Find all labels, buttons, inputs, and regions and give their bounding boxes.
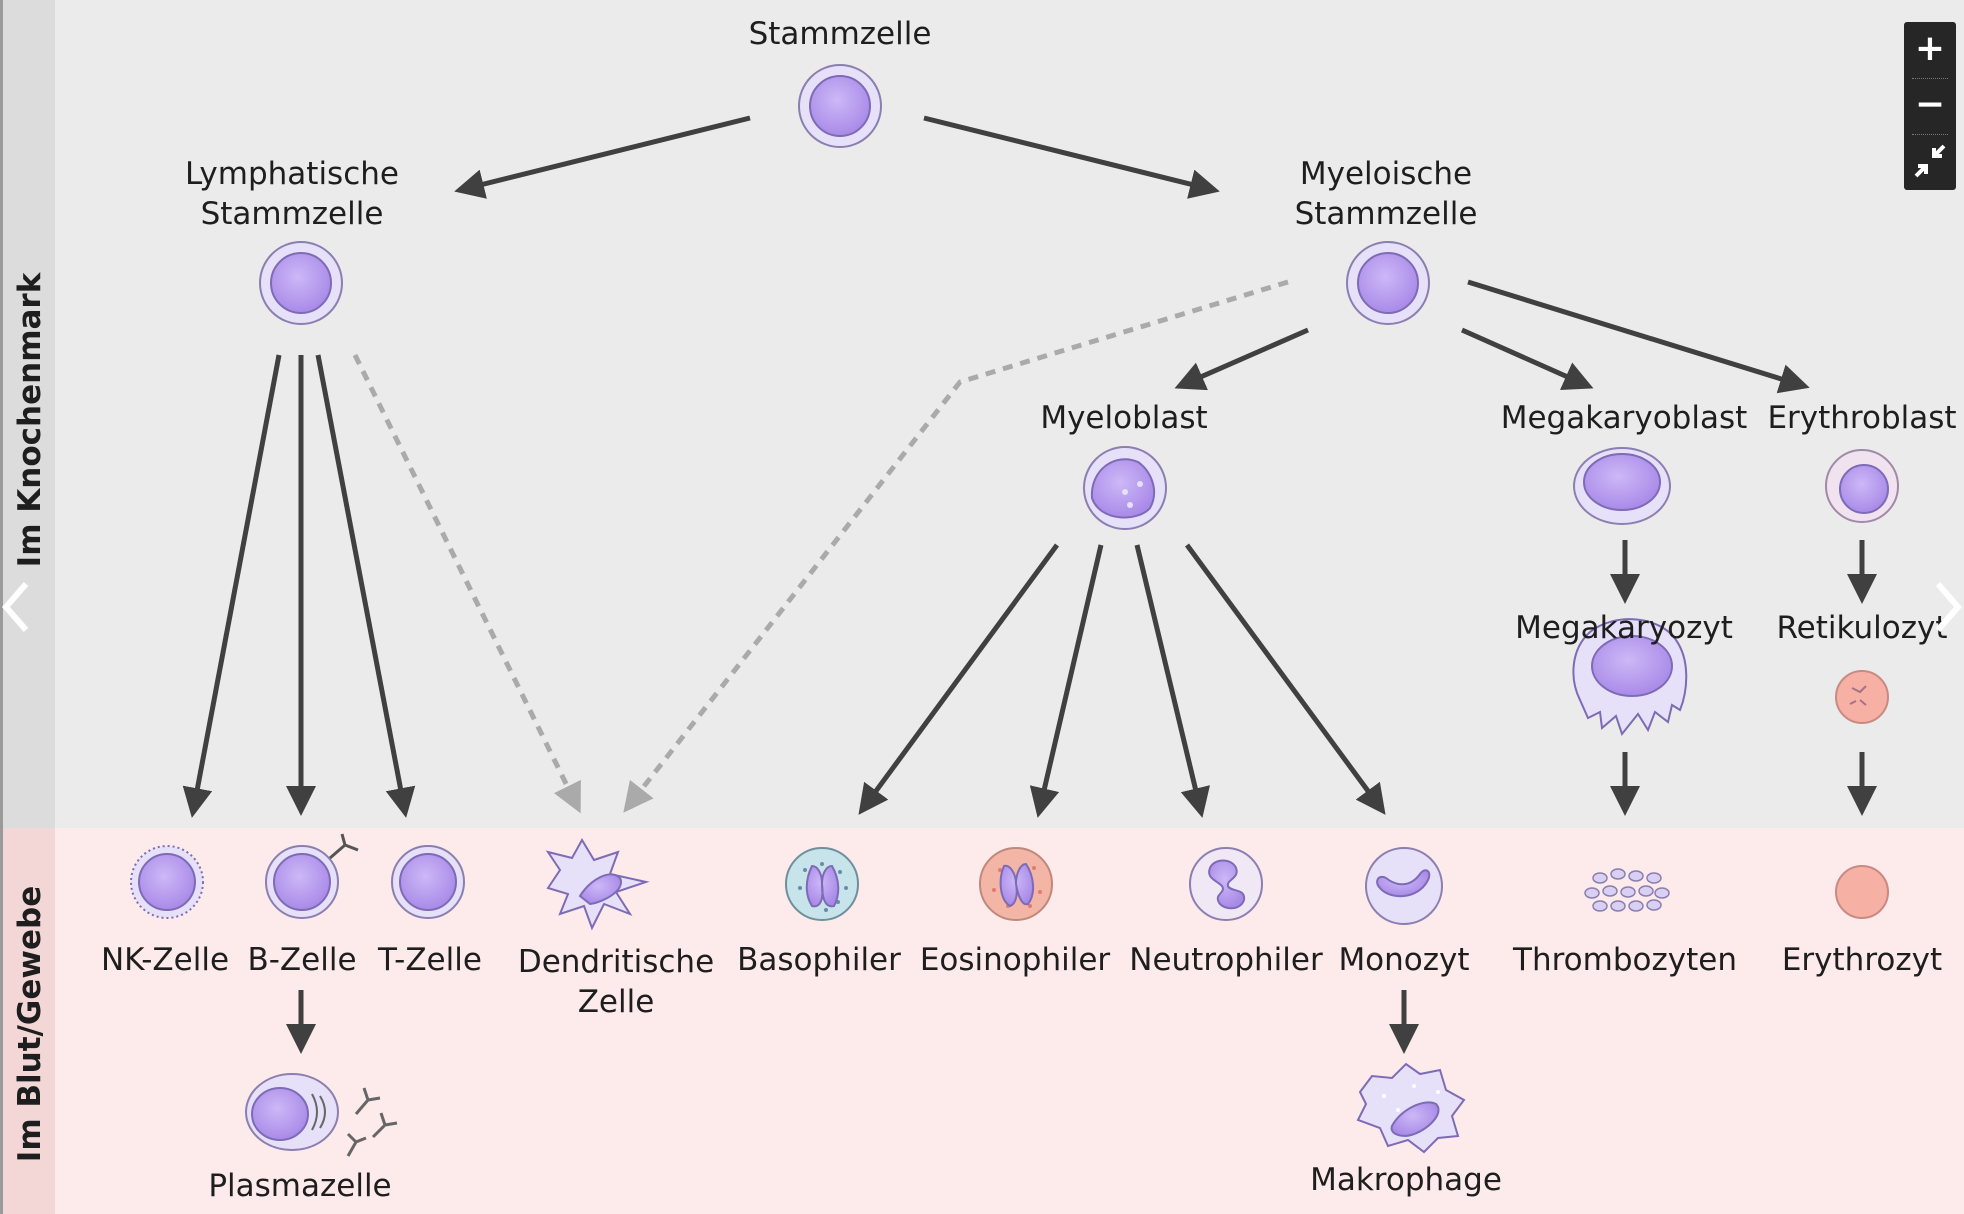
- label-retikulozyt: Retikulozyt: [1777, 610, 1948, 646]
- bone-marrow-sidebar: [0, 0, 55, 828]
- t-cell-icon: [391, 845, 465, 919]
- label-stammzelle: Stammzelle: [749, 16, 932, 52]
- zoom-separator: [1912, 78, 1948, 80]
- arrow-to-myeloblast: [1174, 327, 1310, 391]
- label-monozyt: Monozyt: [1338, 942, 1469, 978]
- chevron-right-icon: [1935, 582, 1962, 632]
- arrow-to-monocyte: [1184, 543, 1386, 815]
- arrow-to-neutrophil: [1134, 544, 1210, 818]
- myeloblast-icon: [1083, 446, 1167, 530]
- lymphatic-stem-cell-icon: [259, 241, 343, 325]
- section-label-bone-marrow: Im Knochenmark: [12, 271, 48, 567]
- label-erythroblast: Erythroblast: [1767, 400, 1956, 436]
- label-lymphatische-stammzelle: Stammzelle: [201, 196, 384, 232]
- label-thrombozyten: Thrombozyten: [1512, 942, 1737, 978]
- label-b-zelle: B-Zelle: [247, 942, 356, 978]
- myeloid-stem-cell-icon: [1346, 241, 1430, 325]
- dashed-arrow-lymphoid-to-dendritic: [352, 353, 581, 814]
- dendritic-cell-icon: [545, 838, 650, 931]
- zoom-separator: [1912, 134, 1948, 136]
- nk-cell-icon: [130, 845, 204, 919]
- reticulocyte-icon: [1835, 670, 1889, 724]
- erythroblast-icon: [1825, 449, 1899, 523]
- stem-cell-icon: [798, 64, 882, 148]
- zoom-out-button[interactable]: −: [1914, 84, 1946, 125]
- chevron-left-icon: [2, 582, 29, 632]
- label-dendritische-zelle: Zelle: [578, 984, 655, 1020]
- megakaryocyte-icon: [1572, 618, 1688, 737]
- label-erythrozyt: Erythrozyt: [1782, 942, 1942, 978]
- arrow-to-t: [315, 354, 416, 818]
- section-label-blood-tissue: Im Blut/Gewebe: [12, 886, 48, 1162]
- arrow-to-lymphatic: [454, 115, 751, 199]
- blood-tissue-sidebar: [0, 828, 55, 1214]
- neutrophil-icon: [1189, 847, 1263, 921]
- collapse-arrows-icon: [1914, 144, 1946, 178]
- thrombocytes-icon: [1584, 868, 1670, 912]
- label-lymphatische: Lymphatische: [185, 156, 399, 192]
- dashed-arrow-myeloid-to-dendritic: [623, 279, 1289, 813]
- arrow-to-eosinophil: [1029, 544, 1104, 818]
- label-megakaryoblast: Megakaryoblast: [1501, 400, 1748, 436]
- label-myeloische: Myeloische: [1300, 156, 1472, 192]
- erythrocyte-icon: [1835, 865, 1889, 919]
- arrow-to-megakaryoblast: [1460, 327, 1594, 390]
- label-plasmazelle: Plasmazelle: [208, 1168, 391, 1204]
- megakaryoblast-icon: [1573, 447, 1671, 525]
- arrow-to-basophil: [858, 543, 1060, 815]
- b-cell-icon: [265, 833, 359, 919]
- monocyte-icon: [1365, 847, 1443, 925]
- label-nk-zelle: NK-Zelle: [101, 942, 229, 978]
- eosinophil-icon: [979, 847, 1053, 921]
- label-myeloblast: Myeloblast: [1040, 400, 1207, 436]
- next-button[interactable]: [1934, 572, 1964, 642]
- labels: Stammzelle Lymphatische Stammzelle Myelo…: [101, 16, 1957, 1204]
- arrow-to-myeloid: [923, 115, 1220, 199]
- label-makrophage: Makrophage: [1310, 1162, 1502, 1198]
- zoom-in-button[interactable]: +: [1914, 28, 1946, 69]
- arrows: [182, 115, 1877, 1054]
- fit-view-button[interactable]: [1904, 134, 1956, 188]
- macrophage-icon: [1356, 1062, 1466, 1154]
- zoom-controls: + −: [1904, 22, 1956, 190]
- left-border: [0, 0, 3, 1214]
- label-myeloische-stammzelle: Stammzelle: [1295, 196, 1478, 232]
- plasma-cell-icon: [245, 1073, 398, 1157]
- previous-button[interactable]: [0, 572, 30, 642]
- arrow-to-nk: [182, 354, 282, 818]
- arrow-to-erythroblast: [1467, 279, 1810, 394]
- label-megakaryozyt: Megakaryozyt: [1515, 610, 1733, 646]
- label-basophiler: Basophiler: [737, 942, 901, 978]
- label-dendritische: Dendritische: [518, 944, 714, 980]
- label-neutrophiler: Neutrophiler: [1129, 942, 1323, 978]
- label-t-zelle: T-Zelle: [377, 942, 482, 978]
- basophil-icon: [785, 847, 859, 921]
- label-eosinophiler: Eosinophiler: [920, 942, 1111, 978]
